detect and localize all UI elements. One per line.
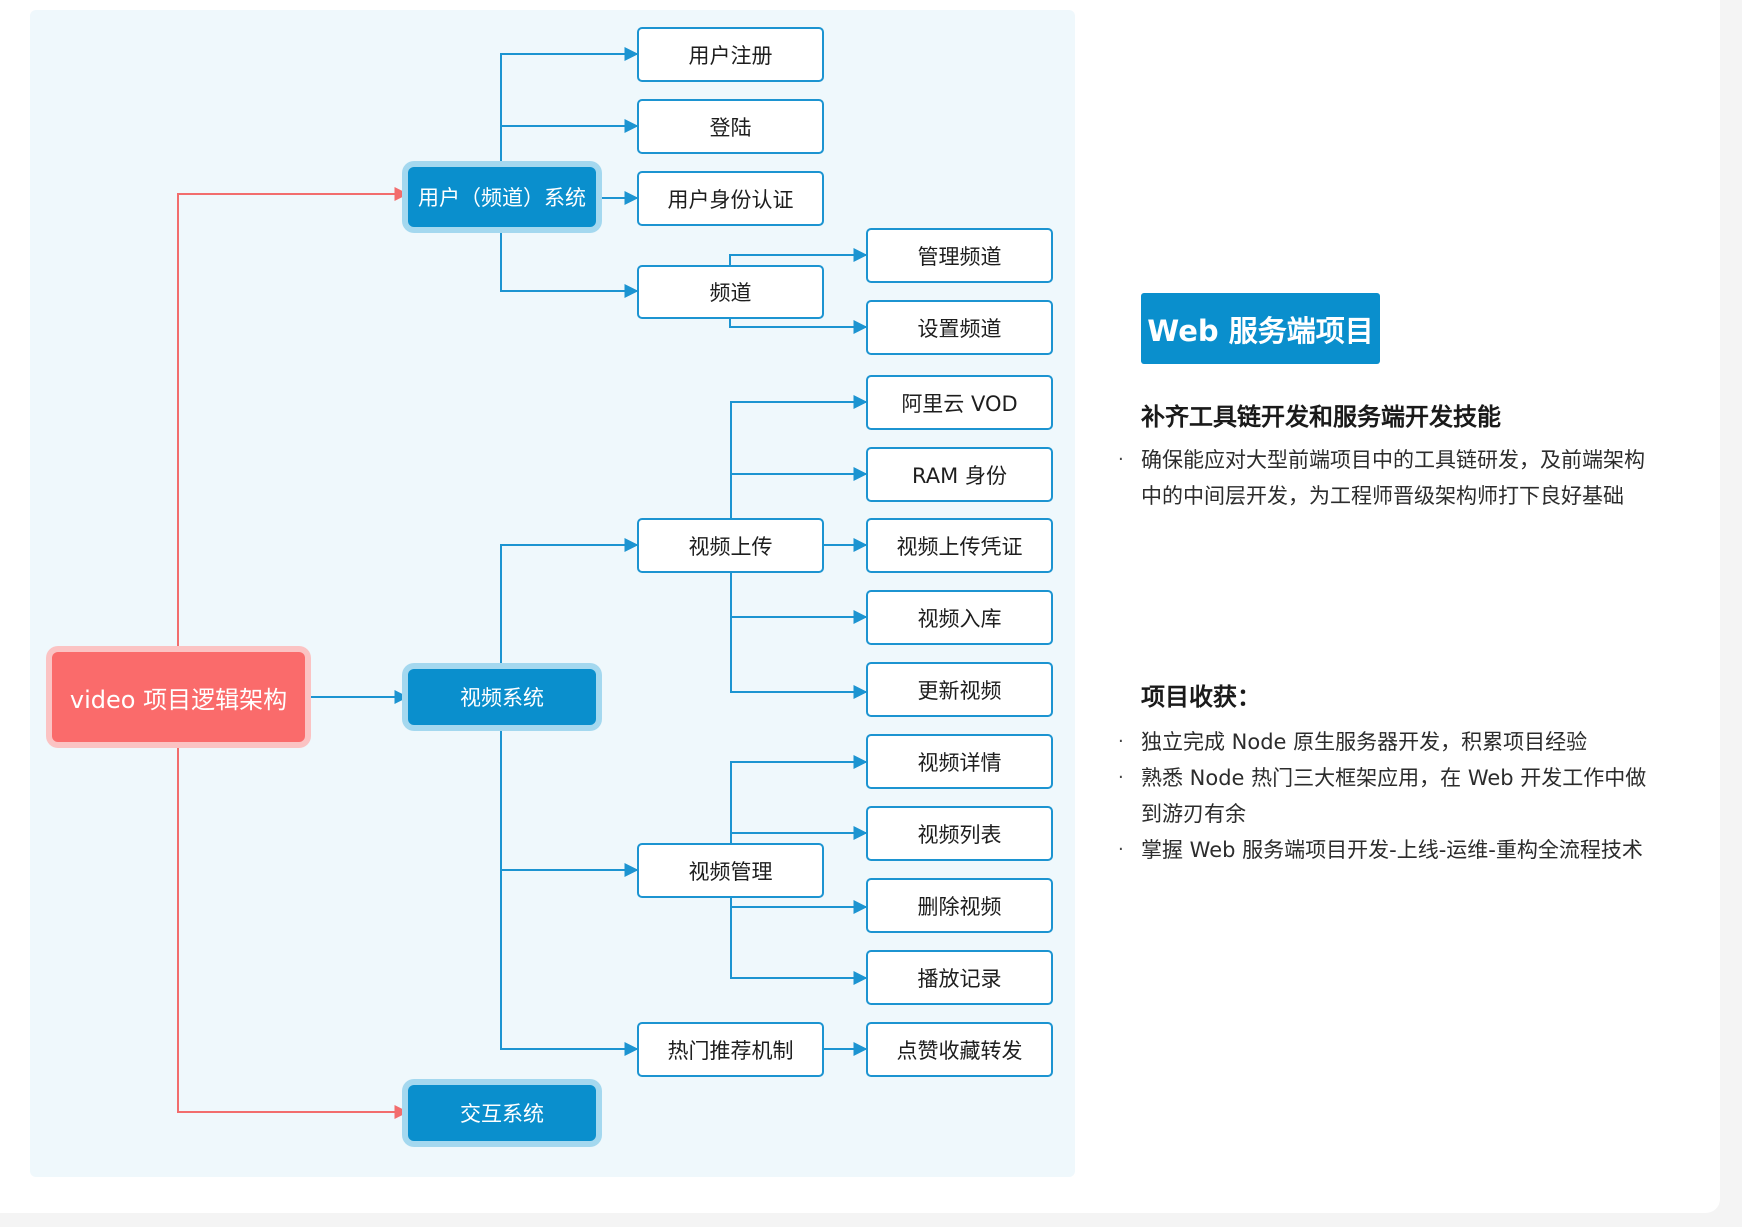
video-storage-node[interactable]: 视频入库 — [866, 590, 1053, 645]
aliyun-vod-node[interactable]: 阿里云 VOD — [866, 375, 1053, 430]
bullet-dot: · — [1118, 839, 1124, 860]
channel-node[interactable]: 频道 — [637, 265, 824, 319]
link-history — [730, 897, 868, 985]
link-set-channel — [729, 317, 868, 334]
like-share-node[interactable]: 点赞收藏转发 — [866, 1022, 1053, 1077]
link-upload — [500, 538, 639, 669]
bullet-item: ·独立完成 Node 原生服务器开发，积累项目经验 — [1118, 724, 1661, 760]
video-system-node[interactable]: 视频系统 — [408, 669, 596, 725]
manage-channel-node[interactable]: 管理频道 — [866, 228, 1053, 283]
section2-heading: 项目收获： — [1141, 683, 1261, 711]
interaction-system-node[interactable]: 交互系统 — [408, 1085, 596, 1141]
user-register-node[interactable]: 用户注册 — [637, 27, 824, 82]
delete-video-node[interactable]: 删除视频 — [866, 878, 1053, 933]
bullet-item: ·掌握 Web 服务端项目开发-上线-运维-重构全流程技术 — [1118, 832, 1661, 868]
link-hot — [500, 725, 639, 1056]
link-user-register — [500, 47, 639, 167]
play-history-node[interactable]: 播放记录 — [866, 950, 1053, 1005]
root-node[interactable]: video 项目逻辑架构 — [52, 652, 305, 742]
bullet-dot: · — [1118, 767, 1124, 788]
video-system-links — [500, 395, 868, 1056]
video-detail-node[interactable]: 视频详情 — [866, 734, 1053, 789]
bullet-item: ·确保能应对大型前端项目中的工具链研发，及前端架构中的中间层开发，为工程师晋级架… — [1118, 442, 1661, 514]
user-auth-node[interactable]: 用户身份认证 — [637, 171, 824, 226]
video-upload-node[interactable]: 视频上传 — [637, 518, 824, 573]
section2-bullets: ·独立完成 Node 原生服务器开发，积累项目经验 ·熟悉 Node 热门三大框… — [1118, 724, 1661, 868]
link-detail — [730, 755, 868, 843]
upload-credential-node[interactable]: 视频上传凭证 — [866, 518, 1053, 573]
link-root-to-interaction-system — [177, 742, 409, 1119]
bullet-dot: · — [1118, 449, 1124, 470]
section1-bullets: ·确保能应对大型前端项目中的工具链研发，及前端架构中的中间层开发，为工程师晋级架… — [1118, 442, 1661, 514]
link-update — [730, 572, 868, 699]
user-system-links — [500, 47, 868, 334]
user-system-node[interactable]: 用户（频道）系统 — [408, 167, 596, 227]
section1-heading: 补齐工具链开发和服务端开发技能 — [1141, 403, 1501, 431]
bullet-dot: · — [1118, 731, 1124, 752]
video-list-node[interactable]: 视频列表 — [866, 806, 1053, 861]
bullet-item: ·熟悉 Node 热门三大框架应用，在 Web 开发工作中做到游刃有余 — [1118, 760, 1661, 832]
link-root-to-user-system — [177, 187, 409, 648]
project-badge: Web 服务端项目 — [1141, 293, 1380, 364]
link-manage-channel — [729, 248, 868, 265]
root-links — [177, 187, 409, 1119]
update-video-node[interactable]: 更新视频 — [866, 662, 1053, 717]
link-vod — [730, 395, 868, 518]
set-channel-node[interactable]: 设置频道 — [866, 300, 1053, 355]
hot-recommend-node[interactable]: 热门推荐机制 — [637, 1022, 824, 1077]
link-channel — [500, 227, 639, 298]
video-management-node[interactable]: 视频管理 — [637, 843, 824, 898]
login-node[interactable]: 登陆 — [637, 99, 824, 154]
ram-identity-node[interactable]: RAM 身份 — [866, 447, 1053, 502]
